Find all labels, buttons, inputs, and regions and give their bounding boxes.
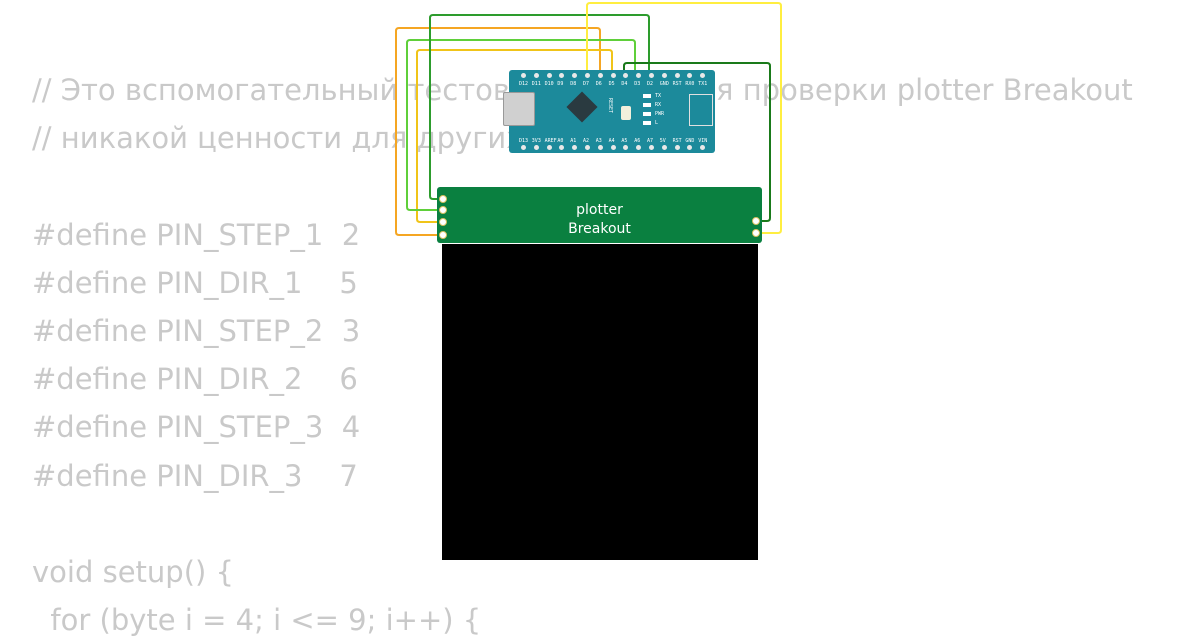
nano-pin-bottom[interactable] <box>674 145 680 150</box>
nano-pin-label-bottom: GND <box>685 138 695 144</box>
reset-button[interactable] <box>621 106 631 120</box>
reset-label: RESET <box>607 98 613 114</box>
nano-pin-bottom[interactable] <box>636 145 642 150</box>
nano-pin-top[interactable] <box>623 73 629 78</box>
nano-pin-bottom[interactable] <box>700 145 706 150</box>
led-l <box>643 121 651 125</box>
nano-led-label: TX <box>655 93 662 99</box>
nano-pin-top[interactable] <box>559 73 565 78</box>
led-pwr <box>643 112 651 116</box>
led-rx <box>643 103 651 107</box>
nano-pin-label-top: D7 <box>583 81 590 87</box>
nano-pin-bottom[interactable] <box>585 145 590 150</box>
nano-pin-label-top: D12 <box>519 81 529 87</box>
code-line: #define PIN_DIR_3 7 <box>32 458 358 493</box>
nano-pin-top[interactable] <box>661 73 667 78</box>
nano-pin-bottom[interactable] <box>521 145 526 150</box>
code-line: #define PIN_STEP_1 2 <box>32 217 361 252</box>
breakout-pad-left-4 <box>439 231 447 239</box>
nano-pin-label-bottom: 3V3 <box>531 138 541 144</box>
nano-pin-bottom[interactable] <box>610 145 616 150</box>
nano-pin-top[interactable] <box>585 73 590 78</box>
code-line: void setup() { <box>32 554 234 589</box>
nano-pin-label-top: TX1 <box>698 81 708 87</box>
nano-pin-top[interactable] <box>521 73 526 78</box>
led-tx <box>643 94 651 98</box>
nano-pin-label-bottom: A1 <box>570 138 577 144</box>
nano-pin-top[interactable] <box>700 73 706 78</box>
nano-pin-bottom[interactable] <box>572 145 578 150</box>
nano-pin-top[interactable] <box>572 73 578 78</box>
code-line: #define PIN_STEP_2 3 <box>32 313 361 348</box>
nano-pin-top[interactable] <box>597 73 603 78</box>
nano-pin-bottom[interactable] <box>597 145 603 150</box>
wire-yellow <box>586 1 782 234</box>
nano-pin-top[interactable] <box>610 73 616 78</box>
nano-pin-bottom[interactable] <box>546 145 552 150</box>
nano-pin-label-bottom: A4 <box>608 138 615 144</box>
code-line: #define PIN_DIR_1 5 <box>32 265 358 300</box>
nano-pin-bottom[interactable] <box>687 145 693 150</box>
nano-pin-label-top: D6 <box>595 81 602 87</box>
nano-pin-bottom[interactable] <box>661 145 667 150</box>
wire-dark-green <box>623 62 771 222</box>
nano-pin-label-top: D10 <box>544 81 554 87</box>
breakout-pad-right-1 <box>752 217 760 225</box>
nano-pin-label-bottom: A0 <box>557 138 564 144</box>
nano-pin-bottom[interactable] <box>649 145 654 150</box>
nano-pin-label-bottom: A7 <box>647 138 654 144</box>
nano-led-label: PWR <box>655 111 665 117</box>
wire-orange <box>395 27 601 236</box>
nano-pin-label-bottom: D13 <box>519 138 529 144</box>
nano-pin-label-bottom: A5 <box>621 138 628 144</box>
nano-pin-label-bottom: A3 <box>595 138 602 144</box>
nano-led-label: L <box>655 120 659 126</box>
nano-pin-label-bottom: A2 <box>583 138 590 144</box>
nano-pin-label-top: GND <box>659 81 669 87</box>
nano-pin-bottom[interactable] <box>533 145 539 150</box>
code-line: // никакой ценности для других <box>32 121 524 156</box>
code-line: #define PIN_STEP_3 4 <box>32 410 361 445</box>
nano-pin-label-bottom: RST <box>672 138 682 144</box>
nano-pin-bottom[interactable] <box>559 145 565 150</box>
nano-pin-top[interactable] <box>546 73 552 78</box>
nano-pin-label-top: RX0 <box>685 81 695 87</box>
breakout-pad-left-1 <box>439 195 447 203</box>
nano-pin-top[interactable] <box>533 73 539 78</box>
wire-green <box>429 14 650 200</box>
nano-pin-label-top: D8 <box>570 81 577 87</box>
nano-pin-label-top: D3 <box>634 81 641 87</box>
nano-pin-label-bottom: VIN <box>698 138 708 144</box>
nano-pin-label-top: RST <box>672 81 682 87</box>
plotter-breakout-board[interactable]: plotter Breakout <box>437 187 762 243</box>
nano-pin-top[interactable] <box>674 73 680 78</box>
nano-pin-top[interactable] <box>636 73 642 78</box>
nano-pin-label-bottom: 5V <box>659 138 666 144</box>
breakout-title-line1: plotter <box>576 202 623 218</box>
wire-gold <box>416 49 613 223</box>
usb-connector <box>503 92 535 126</box>
wiring-diagram <box>395 1 782 236</box>
wire-light-green <box>406 39 636 211</box>
microcontroller-chip <box>566 91 598 123</box>
code-line: #define PIN_DIR_2 6 <box>32 362 358 397</box>
nano-pin-label-top: D4 <box>621 81 628 87</box>
breakout-pad-left-2 <box>439 206 447 214</box>
nano-led-label: RX <box>655 102 662 108</box>
nano-pin-label-bottom: AREF <box>544 138 557 144</box>
nano-pin-top[interactable] <box>687 73 693 78</box>
icsp-header <box>689 94 713 126</box>
breakout-title-line2: Breakout <box>568 221 631 237</box>
nano-pin-label-top: D11 <box>531 81 541 87</box>
nano-pin-label-top: D2 <box>647 81 654 87</box>
breakout-pad-left-3 <box>439 218 447 226</box>
nano-pin-bottom[interactable] <box>623 145 629 150</box>
nano-pin-label-top: D5 <box>608 81 615 87</box>
lcd-display <box>442 244 758 560</box>
breakout-pad-right-2 <box>752 229 760 237</box>
nano-pin-top[interactable] <box>649 73 654 78</box>
nano-pin-label-top: D9 <box>557 81 564 87</box>
nano-pin-label-bottom: A6 <box>634 138 641 144</box>
